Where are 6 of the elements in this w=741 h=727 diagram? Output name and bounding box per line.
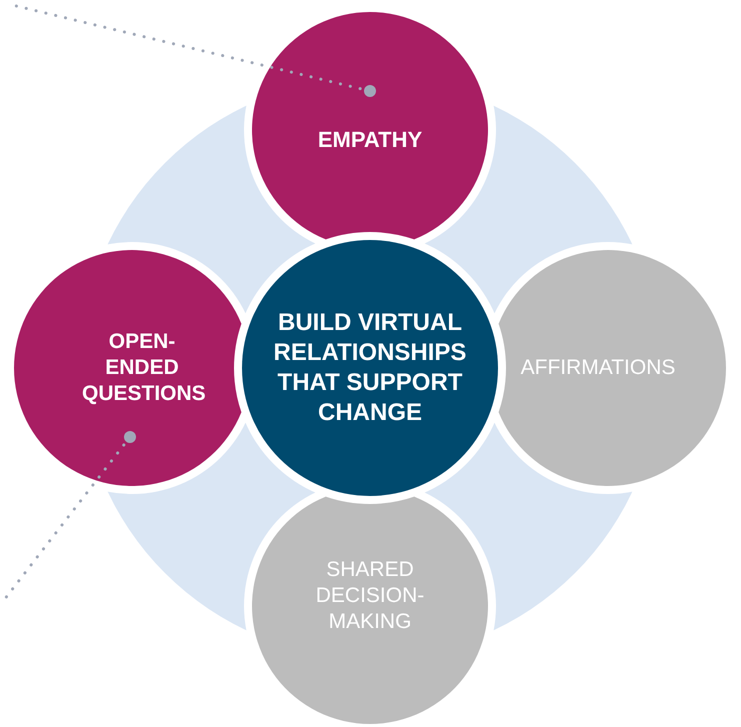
node-label: AFFIRMATIONS	[520, 354, 676, 381]
circle-node	[242, 240, 498, 496]
node-label: SHARED DECISION-MAKING	[314, 556, 426, 636]
node-label: BUILD VIRTUAL RELATIONSHIPS THAT SUPPORT CHANGE	[272, 308, 468, 428]
node-label: EMPATHY	[318, 126, 422, 154]
leader-line	[2, 431, 136, 602]
